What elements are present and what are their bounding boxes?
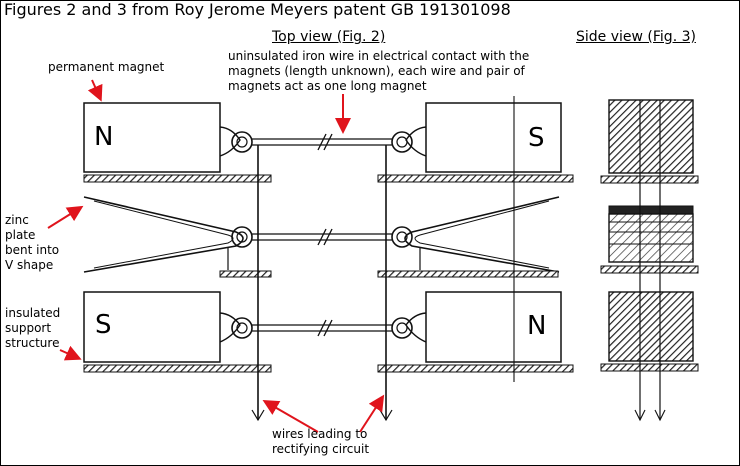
support-bar-middle-left xyxy=(219,270,272,278)
label-permanent-magnet: permanent magnet xyxy=(48,60,165,74)
arrow-insulated-support xyxy=(59,345,82,361)
side-view-heading: Side view (Fig. 3) xyxy=(576,29,696,45)
arrow-wires-right xyxy=(359,394,385,433)
zinc-plate-right xyxy=(404,196,560,273)
label-zinc-3: bent into xyxy=(5,243,60,257)
magnet-top-left xyxy=(83,102,221,173)
label-wire-note-1: uninsulated iron wire in electrical cont… xyxy=(228,49,530,63)
label-support-3: structure xyxy=(5,336,60,350)
pole-top-right: S xyxy=(528,123,545,153)
arrow-wires-left xyxy=(262,400,319,433)
label-support-2: support xyxy=(5,321,52,335)
magnet-top-right xyxy=(425,102,562,173)
label-wires-2: rectifying circuit xyxy=(272,442,370,456)
figure-title: Figures 2 and 3 from Roy Jerome Meyers p… xyxy=(4,0,511,19)
label-wire-note-2: magnets (length unknown), each wire and … xyxy=(228,64,525,78)
arrow-permanent-magnet xyxy=(87,79,103,102)
annotation-arrows xyxy=(47,79,385,433)
label-zinc-4: V shape xyxy=(5,258,54,272)
arrow-zinc-plate xyxy=(47,205,84,229)
magnet-bottom-left xyxy=(83,291,221,363)
pole-bottom-left: S xyxy=(95,310,112,340)
label-zinc-2: plate xyxy=(5,228,36,242)
support-bar-bottom-left xyxy=(83,364,272,373)
label-wires-1: wires leading to xyxy=(272,427,368,441)
top-view-heading: Top view (Fig. 2) xyxy=(272,29,386,45)
side-magnet-bottom xyxy=(608,291,694,362)
side-magnet-top xyxy=(608,99,694,174)
pole-top-left: N xyxy=(94,122,114,152)
side-zinc-cap xyxy=(608,205,694,215)
label-support-1: insulated xyxy=(5,306,61,320)
terminal-ring xyxy=(231,131,253,153)
terminal-ring xyxy=(391,131,413,153)
support-bar-middle-right xyxy=(377,270,559,278)
pole-bottom-right: N xyxy=(527,311,547,341)
support-bar-bottom-right xyxy=(377,364,574,373)
side-zinc-plate xyxy=(608,213,694,263)
label-wire-note-3: magnets act as one long magnet xyxy=(228,79,427,93)
side-support-top xyxy=(600,175,699,184)
side-support-bottom xyxy=(600,363,699,372)
magnet-bottom-right xyxy=(425,291,562,363)
side-support-middle xyxy=(600,265,699,274)
zinc-plate-left xyxy=(83,196,244,273)
support-bar-top-right xyxy=(377,174,574,183)
label-zinc-1: zinc xyxy=(5,213,29,227)
support-bar-top-left xyxy=(83,174,272,183)
